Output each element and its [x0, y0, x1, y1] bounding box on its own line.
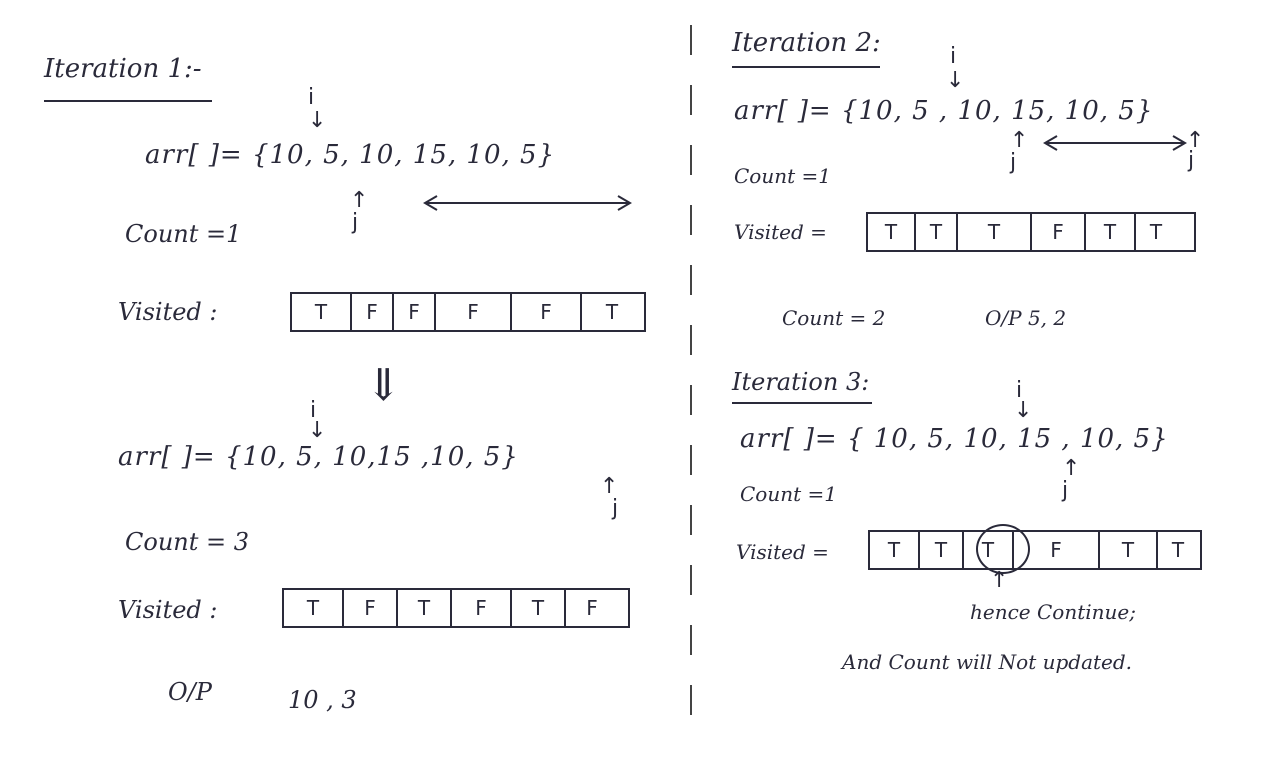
i-marker-3: i: [950, 44, 957, 69]
iteration1-title-underline: [44, 100, 212, 102]
visited-cell: T: [868, 214, 916, 250]
visited-cell: T: [920, 532, 964, 568]
iteration2-title-underline: [732, 66, 880, 68]
visited-cell: T: [958, 214, 1032, 250]
iteration3-title-underline: [732, 402, 872, 404]
iteration2-count-result: Count = 2: [782, 306, 886, 330]
iteration3-note-2: And Count will Not updated.: [842, 650, 1133, 674]
i-marker-4: i: [1016, 378, 1023, 403]
highlight-circle: [976, 524, 1030, 574]
visited-cell: F: [1032, 214, 1086, 250]
visited-cell: T: [284, 590, 344, 626]
iteration1-visited-array-2: T F T F T F: [282, 588, 630, 628]
iteration2-count: Count =1: [734, 164, 831, 188]
iteration2-title: Iteration 2:: [732, 28, 881, 58]
i-down-arrow-icon-3: ↓: [946, 68, 965, 93]
j-up-arrow-icon: ↑: [350, 188, 369, 213]
j-up-arrow-icon-2: ↑: [600, 474, 619, 499]
j-up-arrow-icon-3: ↑: [1010, 128, 1029, 153]
visited-cell: T: [1149, 220, 1163, 244]
i-marker: i: [308, 85, 315, 110]
j-up-arrow-icon-4: ↑: [1186, 128, 1205, 153]
j-marker-4: j: [1188, 148, 1195, 173]
visited-cell: T: [1100, 532, 1158, 568]
j-marker-5: j: [1062, 478, 1069, 503]
iteration2-output: O/P 5, 2: [985, 306, 1067, 330]
visited-cell: F: [352, 294, 394, 330]
j-marker-2: j: [612, 496, 619, 521]
iteration2-array: arr[ ]= {10, 5 , 10, 15, 10, 5}: [734, 96, 1154, 126]
visited-cell: F: [394, 294, 436, 330]
j-up-arrow-icon-5: ↑: [1062, 456, 1081, 481]
visited-cell: T: [1171, 538, 1185, 562]
i-down-arrow-icon-2: ↓: [308, 418, 327, 443]
up-arrow-icon: ↑: [990, 568, 1009, 593]
visited-cell: T: [398, 590, 452, 626]
iteration2-visited-array: T T T F T T: [866, 212, 1196, 252]
iteration1-array: arr[ ]= {10, 5, 10, 15, 10, 5}: [145, 140, 556, 170]
iteration1-visited-array-1: T F F F F T: [290, 292, 646, 332]
visited-cell: F: [1014, 532, 1100, 568]
iteration1-title: Iteration 1:-: [44, 54, 202, 84]
i-marker-2: i: [310, 398, 317, 423]
visited-cell: T: [1086, 214, 1136, 250]
visited-cell: T: [512, 590, 566, 626]
iteration3-count: Count =1: [740, 482, 837, 506]
visited-cell: F: [436, 294, 512, 330]
iteration1-output-value: 10 , 3: [288, 686, 357, 714]
visited-cell: F: [512, 294, 582, 330]
iteration3-array: arr[ ]= { 10, 5, 10, 15 , 10, 5}: [740, 424, 1169, 454]
iteration3-title: Iteration 3:: [732, 368, 870, 396]
iteration3-note-1: hence Continue;: [970, 600, 1136, 624]
iteration1-count-after: Count = 3: [125, 528, 250, 556]
i-down-arrow-icon: ↓: [308, 108, 327, 133]
visited-cell: T: [916, 214, 958, 250]
iteration1-visited-label-2: Visited :: [118, 596, 218, 624]
j-marker-3: j: [1010, 150, 1017, 175]
visited-cell: F: [344, 590, 398, 626]
down-double-arrow-icon: ⇓: [365, 360, 402, 411]
visited-cell: F: [452, 590, 512, 626]
iteration1-count-before: Count =1: [125, 220, 242, 248]
j-marker: j: [352, 210, 359, 235]
iteration1-array-after: arr[ ]= {10, 5, 10,15 ,10, 5}: [118, 442, 519, 472]
visited-cell: T: [870, 532, 920, 568]
iteration1-visited-label-1: Visited :: [118, 298, 218, 326]
visited-cell: T: [292, 294, 352, 330]
iteration3-visited-label: Visited =: [736, 540, 829, 564]
iteration2-visited-label: Visited =: [734, 220, 827, 244]
visited-cell: F: [586, 596, 598, 620]
visited-cell: T: [605, 300, 619, 324]
iteration1-output-label: O/P: [168, 678, 212, 706]
column-divider: [690, 25, 692, 725]
i-down-arrow-icon-4: ↓: [1014, 398, 1033, 423]
iteration3-visited-array: T T T F T T: [868, 530, 1202, 570]
